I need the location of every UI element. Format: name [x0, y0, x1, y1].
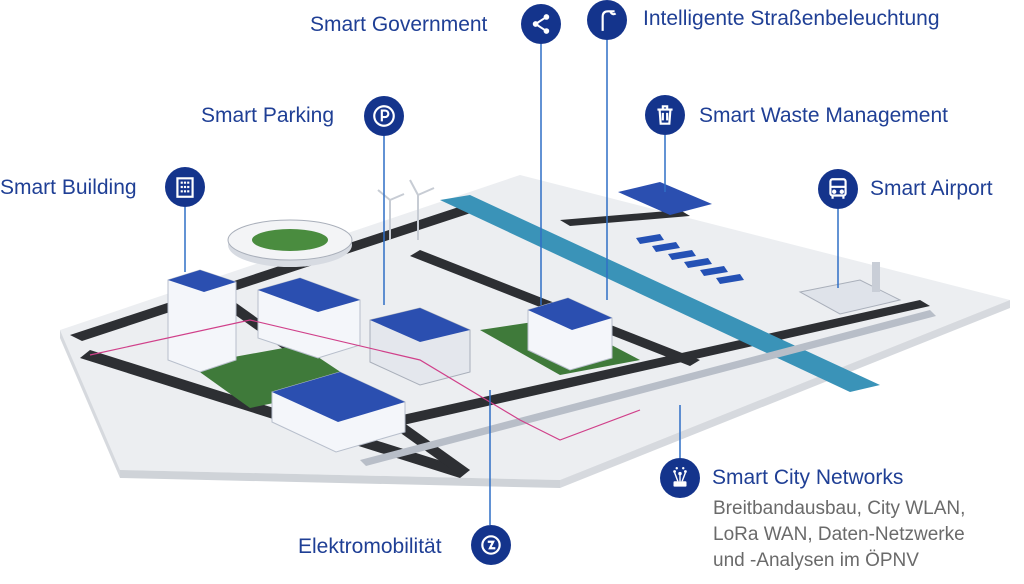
building-icon: [165, 167, 205, 207]
label-street-lighting: Intelligente Straßenbeleuchtung: [643, 7, 940, 30]
networks-description-line-1: Breitbandausbau, City WLAN,: [713, 498, 966, 519]
ev-charging-icon: [471, 525, 511, 565]
bus-icon: [818, 169, 858, 209]
callout-leader-lines: [184, 40, 839, 525]
label-smart-parking: Smart Parking: [201, 104, 335, 127]
label-smart-waste: Smart Waste Management: [699, 104, 948, 127]
wind-turbines: [377, 179, 435, 240]
networks-description-line-2: LoRa WAN, Daten-Netzwerke: [713, 524, 965, 545]
networks-description-line-3: und -Analysen im ÖPNV: [713, 550, 919, 571]
label-smart-government: Smart Government: [310, 13, 488, 36]
label-smart-airport: Smart Airport: [870, 177, 993, 200]
canal: [440, 195, 880, 392]
label-elektromobilitaet: Elektromobilität: [298, 535, 442, 558]
share-icon: [521, 4, 561, 44]
street-lamp-icon: [587, 0, 627, 40]
label-smart-city-networks: Smart City Networks: [712, 466, 904, 489]
stadium: [227, 219, 353, 267]
label-smart-building: Smart Building: [0, 176, 137, 199]
buildings: [167, 182, 902, 453]
parking-icon: [364, 96, 404, 136]
solar-panels: [636, 234, 744, 284]
fiber-line: [89, 319, 641, 441]
network-icon: [660, 458, 700, 498]
trash-icon: [645, 95, 685, 135]
train-tracks: [360, 310, 936, 466]
